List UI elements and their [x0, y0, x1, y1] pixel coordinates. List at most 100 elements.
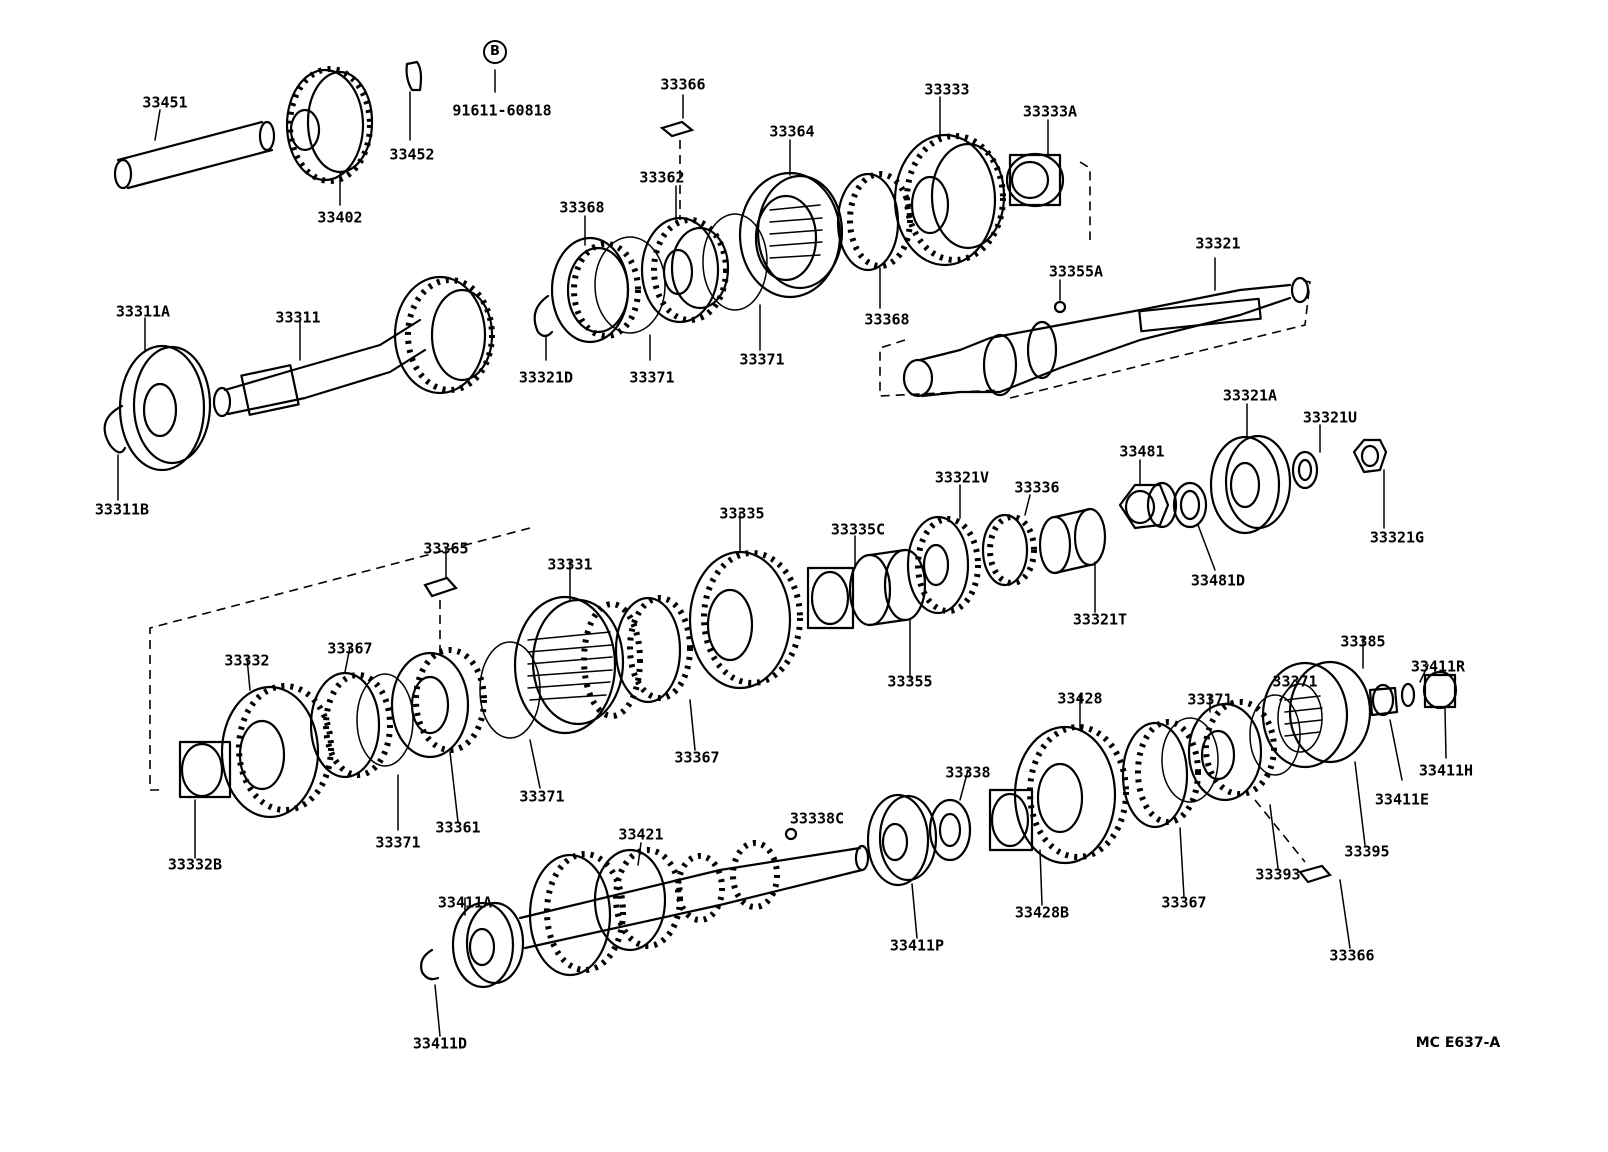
label-33311B: 33311B: [94, 500, 150, 519]
label-33321A: 33321A: [1222, 386, 1278, 405]
label-33365: 33365: [423, 539, 469, 558]
part-33321V-gear: [906, 515, 981, 615]
label-33411P: 33411P: [889, 936, 945, 955]
label-33411A: 33411A: [437, 893, 493, 912]
label-33364: 33364: [769, 122, 815, 141]
part-33332-gear: [220, 683, 334, 819]
label-33367-lower: 33367: [1161, 893, 1207, 912]
label-33338: 33338: [945, 763, 991, 782]
part-33368-ring-upper: [550, 236, 641, 344]
part-33321D-snap-ring: [533, 294, 554, 338]
label-33452: 33452: [389, 145, 435, 164]
part-33311B-snap-ring: [103, 404, 127, 454]
label-33368-upper: 33368: [559, 198, 605, 217]
label-33362: 33362: [639, 168, 685, 187]
label-33411R: 33411R: [1410, 657, 1466, 676]
label-33366-upper: 33366: [660, 75, 706, 94]
label-33371-a: 33371: [629, 368, 675, 387]
part-33321T-spacer: [1038, 507, 1107, 575]
label-91611-60818: 91611-60818: [452, 101, 552, 120]
label-33321D: 33321D: [518, 368, 574, 387]
part-33411D-snap-ring: [420, 948, 440, 981]
part-33365-key: [423, 576, 458, 598]
part-33333-gear: [893, 133, 1006, 267]
part-33366-key-upper: [659, 120, 695, 138]
part-33333A-needle-bearing: [1005, 152, 1065, 208]
label-33331: 33331: [547, 555, 593, 574]
part-33335-gear: [688, 550, 803, 690]
part-33368-ring-right: [836, 171, 913, 272]
label-33333: 33333: [924, 80, 970, 99]
part-33452-plate: [405, 60, 423, 92]
label-33355: 33355: [887, 672, 933, 691]
label-33371-f: 33371: [1272, 672, 1318, 691]
label-33411E: 33411E: [1374, 790, 1430, 809]
label-33335: 33335: [719, 504, 765, 523]
part-33393-hub: [1161, 694, 1301, 803]
label-33311: 33311: [275, 308, 321, 327]
label-33333A: 33333A: [1022, 102, 1078, 121]
leader-lines: [117, 69, 1447, 1037]
part-33321G-nut: [1352, 438, 1388, 474]
part-33481-nut: [1118, 481, 1178, 530]
part-33411H-bearing: [1422, 670, 1458, 710]
part-33421-counter-gear: [518, 840, 870, 977]
label-33335C: 33335C: [830, 520, 886, 539]
label-33332B: 33332B: [167, 855, 223, 874]
part-33355-spacer: [848, 548, 927, 627]
part-33411E-collar: [1368, 683, 1399, 717]
part-33311-input-shaft: [212, 275, 495, 418]
shaft-group-outline: [149, 527, 531, 791]
label-33428B: 33428B: [1014, 903, 1070, 922]
label-33481D: 33481D: [1190, 571, 1246, 590]
part-33362-hub: [594, 213, 768, 334]
part-33338C-ball: [784, 827, 798, 841]
part-33481D-washer: [1172, 481, 1208, 529]
circled-marker-b: B: [483, 40, 507, 64]
part-33366-key-lower: [1298, 864, 1332, 884]
label-33385: 33385: [1340, 632, 1386, 651]
part-33321U-washer: [1291, 450, 1319, 490]
label-33428: 33428: [1057, 689, 1103, 708]
label-33321U: 33321U: [1302, 408, 1358, 427]
part-33367-ring-lower: [1121, 719, 1201, 829]
label-33368-right: 33368: [864, 310, 910, 329]
label-33402: 33402: [317, 208, 363, 227]
label-33311A: 33311A: [115, 302, 171, 321]
label-33371-c: 33371: [519, 787, 565, 806]
part-33411R-ring: [1400, 682, 1416, 708]
part-33321-output-shaft: [879, 161, 1311, 399]
part-33364-sleeve: [738, 171, 844, 299]
label-33332: 33332: [224, 651, 270, 670]
label-33411H: 33411H: [1418, 761, 1474, 780]
label-33321G: 33321G: [1369, 528, 1425, 547]
label-33321: 33321: [1195, 234, 1241, 253]
label-33336: 33336: [1014, 478, 1060, 497]
part-33338-spacer: [928, 798, 972, 862]
part-33311A-bearing: [118, 344, 212, 472]
label-33366-lower: 33366: [1329, 946, 1375, 965]
label-33338C: 33338C: [789, 809, 845, 828]
label-33361: 33361: [435, 818, 481, 837]
part-33321A-bearing: [1209, 434, 1292, 535]
label-33371-b: 33371: [739, 350, 785, 369]
label-33367-left: 33367: [327, 639, 373, 658]
label-33371-d: 33371: [375, 833, 421, 852]
part-33331-sleeve: [513, 595, 643, 735]
label-33355A: 33355A: [1048, 262, 1104, 281]
part-33335C-needle-bearing: [806, 566, 855, 630]
label-33481: 33481: [1119, 442, 1165, 461]
label-33395: 33395: [1344, 842, 1390, 861]
label-33321T: 33321T: [1072, 610, 1128, 629]
part-33361-hub: [390, 641, 541, 759]
part-33367-ring-left: [309, 671, 414, 779]
label-33367-middle: 33367: [674, 748, 720, 767]
label-33371-e: 33371: [1187, 690, 1233, 709]
part-33411A-bearing: [451, 901, 525, 989]
part-33451-shaft: [113, 120, 276, 190]
label-33451: 33451: [142, 93, 188, 112]
label-33411D: 33411D: [412, 1034, 468, 1053]
part-33367-ring-middle: [614, 595, 693, 704]
